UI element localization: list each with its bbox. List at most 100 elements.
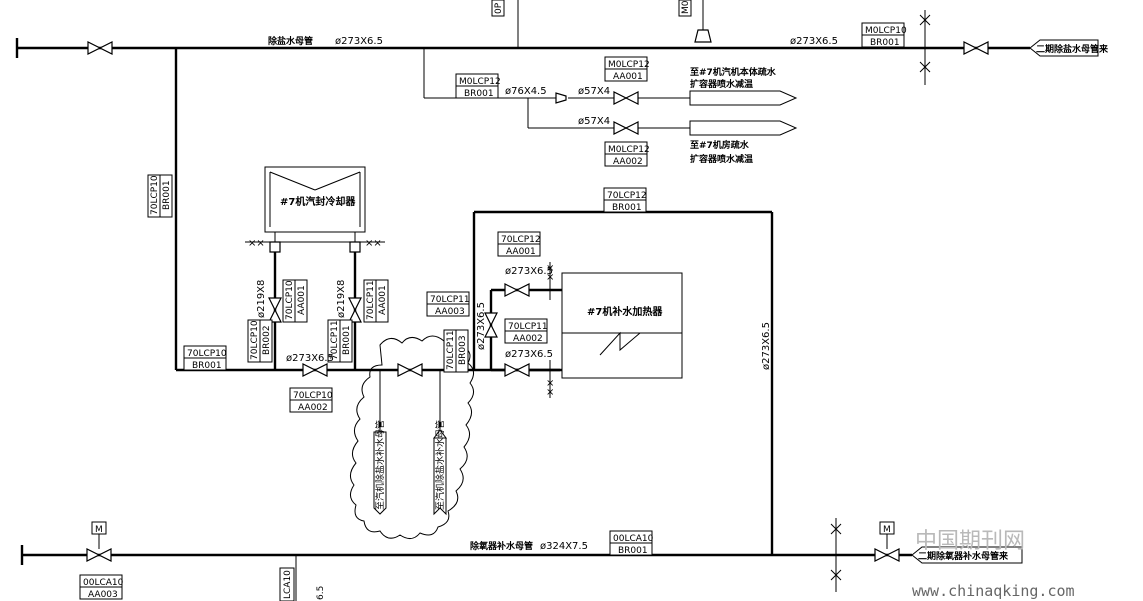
valve-70lcp11-aa002[interactable] (504, 363, 530, 377)
cooler-in-2-label: ø219X8 (336, 280, 347, 318)
valve-70lcp10-aa002[interactable] (302, 363, 328, 377)
cooler-in-1-label: ø219X8 (256, 280, 267, 318)
reducer-top (694, 29, 712, 43)
valve-right-top[interactable] (963, 41, 989, 55)
cut-marks-top-right (919, 10, 931, 85)
motor-label-left: M (95, 525, 103, 535)
pipe-273-vert-label: ø273X6.5 (476, 302, 487, 350)
valve-70lcp11-br003[interactable] (397, 363, 423, 377)
tag-br002: BR002 (262, 325, 272, 355)
tag-aa002-lcp11: AA002 (513, 334, 543, 344)
tag-lcp10-v: 70LCP10 (150, 175, 160, 215)
watermark-url: www.chinaqking.com (912, 582, 1075, 600)
tag-aa003: AA003 (435, 307, 465, 317)
to-drain-label: 至#7机房疏水 (690, 139, 750, 151)
tag-aa001-lcp12: AA001 (506, 247, 536, 257)
tag-aa001-lcp10: AA001 (297, 285, 307, 315)
cloud-pipe-1-label: 至汽机除盐水补水母管 (374, 420, 386, 510)
tag-aa002-c: AA002 (613, 157, 643, 167)
tag-lcp10-br1: 70LCP10 (187, 349, 227, 359)
tag-lca10-b: 00LCA10 (83, 578, 124, 588)
valve-m0lcp12-aa002[interactable] (613, 121, 639, 135)
header-size-right-label: ø273X6.5 (790, 36, 838, 47)
deaerator-header-label: 除氧器补水母管 (470, 540, 533, 552)
tag-70lcp10-br001 (183, 345, 227, 371)
tag-m0lcp12-b: M0LCP12 (459, 77, 501, 87)
pipe-273-b-label: ø273X6.5 (505, 266, 553, 277)
tag-70lcp11-br001 (327, 319, 353, 363)
tag-70lcp10-br002 (247, 319, 273, 363)
cloud-pipe-2-label: 至汽机除盐水补水母管 (434, 420, 446, 510)
tag-m0lcp12-aa002 (604, 141, 648, 167)
tag-0p: 0P (494, 2, 504, 14)
tag-lca10-c: LCA10 (283, 570, 293, 599)
tag-lcp10-aa2: 70LCP10 (293, 391, 333, 401)
tag-br001-lca: BR001 (618, 546, 648, 556)
pipe-273-right-label: ø273X6.5 (761, 322, 772, 370)
tag-70lcp11-aa001 (363, 279, 389, 323)
feedwater-heater[interactable] (561, 272, 683, 379)
tag-lcp11-aa3: 70LCP11 (430, 295, 470, 305)
valve-70lcp12-aa001[interactable] (504, 283, 530, 297)
svg-text:×: × (546, 387, 554, 398)
desalted-water-header (15, 38, 1099, 58)
tag-lcp10-aa1: 70LCP10 (285, 280, 295, 320)
tag-lcp11-br3: 70LCP11 (446, 330, 456, 370)
phase2-deaerator-label: 二期除氧器补水母管来 (918, 550, 1009, 562)
svg-text:×: × (546, 378, 554, 389)
pipe-273-c-label: ø273X6.5 (505, 349, 553, 360)
to-turbine-label: 至#7机汽机本体疏水 (690, 66, 777, 78)
deaerator-header (20, 545, 1023, 565)
tag-m0lcp12-a: M0LCP12 (608, 60, 650, 70)
cut-mark-cooler-right: ×× (365, 238, 382, 249)
tag-70lcp12-aa001 (497, 231, 541, 257)
tag-aa001-lcp11: AA001 (378, 285, 388, 315)
tag-lcp11-br1: 70LCP11 (330, 320, 340, 360)
valve-m0lcp12-aa001[interactable] (613, 91, 639, 105)
svg-text:×: × (546, 263, 554, 274)
tag-br001-v: BR001 (162, 180, 172, 210)
to-turbine-label-2: 扩容器喷水减温 (690, 78, 753, 90)
tag-70lcp10-br001-vert (147, 174, 173, 218)
tag-70lcp11-aa002 (504, 318, 548, 344)
cooler-label: #7机汽封冷却器 (280, 195, 356, 208)
cut-marks-bottom-right (830, 518, 842, 592)
tag-70lcp10-aa002 (289, 387, 333, 413)
valve-70lcp11-aa003[interactable] (484, 312, 498, 338)
tag-br001-top: BR001 (612, 203, 642, 213)
seal-cooler[interactable] (264, 166, 366, 233)
valve-70lcp11-aa001[interactable] (348, 297, 362, 323)
tag-lcp12-aa: 70LCP12 (501, 235, 541, 245)
tag-br003: BR003 (458, 335, 468, 365)
tag-lca10-a: 00LCA10 (613, 534, 654, 544)
tag-lcp10-br2: 70LCP10 (250, 320, 260, 360)
heater-label: #7机补水加热器 (587, 305, 663, 318)
branch-76-label: ø76X4.5 (505, 86, 547, 97)
tag-70lcp11-aa003 (426, 291, 470, 317)
svg-text:×: × (546, 272, 554, 283)
tag-m0lcp10: M0LCP10 (865, 26, 907, 36)
tag-m0lcp12-aa001 (604, 56, 648, 82)
to-drain-label-2: 扩容器喷水减温 (690, 153, 753, 165)
motor-valve-right[interactable] (874, 521, 900, 562)
tag-00lca10-aa003 (79, 574, 123, 600)
tag-br001-lcp10: BR001 (192, 361, 222, 371)
valve-70lcp10-aa001[interactable] (268, 297, 282, 323)
motor-label-right: M (883, 525, 891, 535)
watermark-cn: 中国期刊网 (915, 529, 1025, 554)
cut-mark-cooler-left: ×× (248, 238, 265, 249)
valve-left-top[interactable] (87, 41, 113, 55)
pipe-273-a-label: ø273X6.5 (286, 353, 334, 364)
motor-valve-left[interactable] (86, 521, 112, 562)
desalted-header-label: 除盐水母管 (268, 35, 313, 47)
size-fragment: 6.5 (316, 586, 326, 600)
branch-57-top-label: ø57X4 (578, 86, 610, 97)
header-size-label: ø273X6.5 (335, 36, 383, 47)
tag-m0lcp12-br001 (455, 73, 499, 99)
heater-cut-marks: ×× ×× (546, 263, 554, 398)
revision-cloud (350, 335, 474, 539)
phase2-desalted-label: 二期除盐水母管来 (1036, 43, 1109, 55)
tag-lcp12-top: 70LCP12 (607, 191, 647, 201)
tag-aa002-lcp10: AA002 (298, 403, 328, 413)
